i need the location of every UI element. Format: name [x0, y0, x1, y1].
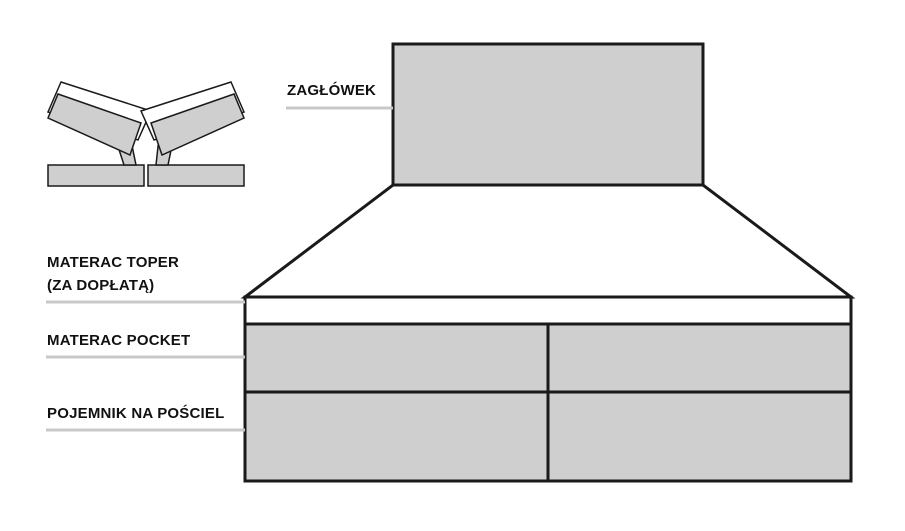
topper-surface	[240, 183, 856, 299]
lift-mechanism-illustration	[46, 81, 246, 187]
pocket-mattress-left	[243, 322, 550, 394]
lift-mattress-left	[46, 81, 153, 157]
topper-front	[243, 295, 853, 326]
pocket-mattress-right	[546, 322, 853, 394]
lift-mattress-right	[139, 81, 246, 157]
lift-base-left	[47, 164, 145, 187]
storage-box-left	[243, 390, 550, 483]
label-pocket-mattress: MATERAC POCKET	[47, 332, 191, 349]
label-topper-line1: MATERAC TOPER	[47, 254, 180, 271]
storage-box-right	[546, 390, 853, 483]
headboard	[391, 42, 705, 187]
label-headboard: ZAGŁÓWEK	[287, 82, 377, 99]
lift-base-right	[147, 164, 245, 187]
label-topper-line2: (ZA DOPŁATĄ)	[47, 277, 155, 294]
label-storage: POJEMNIK NA POŚCIEL	[47, 405, 225, 422]
